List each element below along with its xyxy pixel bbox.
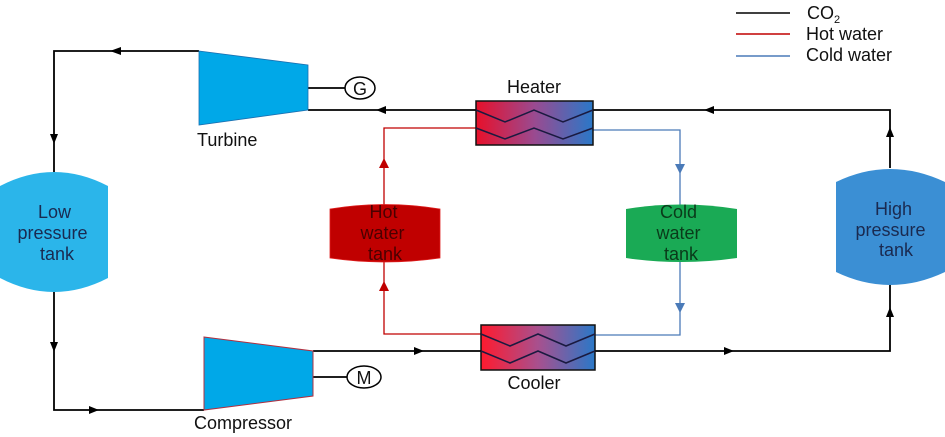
cooler-coil-bottom [480, 350, 596, 364]
motor-circle [346, 365, 382, 389]
low-pressure-tank[interactable]: Low pressure tank [0, 172, 108, 292]
hot-water-arrow-up-bottom [379, 281, 389, 291]
compressor-body [203, 336, 314, 411]
turbine-label: Turbine [197, 130, 257, 150]
low-pressure-tank-body [0, 172, 108, 292]
co2-pipe-cooler-hptank [595, 285, 891, 352]
legend-item-cold-water: Cold water [736, 45, 892, 65]
co2-arrow-right-bottom [89, 406, 99, 414]
high-pressure-tank-body [836, 169, 945, 285]
high-pressure-tank[interactable]: High pressure tank [836, 169, 945, 285]
turbine[interactable]: Turbine [197, 50, 309, 150]
co2-arrow-right-cooler [724, 347, 734, 355]
motor-symbol: M [357, 368, 372, 388]
co2-arrow-down-left-top [50, 134, 58, 144]
co2-pipe-lptank-compressor [53, 292, 204, 411]
heater-coil-bottom [475, 127, 594, 140]
turbine-body [198, 50, 309, 126]
compressor[interactable]: Compressor [194, 336, 314, 433]
co2-arrow-down-left-bottom [50, 342, 58, 352]
heater-label: Heater [507, 77, 561, 97]
generator[interactable]: G [344, 76, 376, 100]
high-pressure-tank-label: High pressure tank [855, 199, 930, 260]
co2-pipe-hptank-heater [593, 109, 891, 168]
legend-label-cold-water: Cold water [806, 45, 892, 65]
co2-arrow-left-heater [376, 106, 386, 114]
cooler-body [480, 324, 596, 371]
generator-symbol: G [353, 79, 367, 99]
heater-coil-top [475, 109, 594, 123]
co2-arrow-right-compressor [414, 347, 424, 355]
cold-water-tank[interactable]: Cold water tank [626, 202, 737, 264]
co2-pipe-turbine-lptank [53, 50, 199, 172]
co2-arrow-up-hptank-top [886, 127, 894, 137]
legend-item-co2: CO2 [736, 3, 840, 26]
hot-water-tank-label: Hot water tank [359, 202, 409, 264]
legend-label-co2: CO2 [807, 3, 840, 26]
heater-body [475, 100, 594, 146]
generator-circle [344, 76, 376, 100]
legend-label-hot-water: Hot water [806, 24, 883, 44]
motor[interactable]: M [346, 365, 382, 389]
hot-water-tank[interactable]: Hot water tank [329, 202, 441, 264]
co2-arrow-left-hptank [704, 106, 714, 114]
cooler[interactable]: Cooler [480, 324, 596, 393]
co2-arrow-left-top [110, 47, 121, 55]
cooler-coil-top [480, 333, 596, 347]
legend: CO2 Hot water Cold water [736, 3, 892, 65]
cooler-label: Cooler [507, 373, 560, 393]
cold-water-arrow-down-top [675, 164, 685, 174]
cold-water-tank-label: Cold water tank [655, 202, 705, 264]
compressor-label: Compressor [194, 413, 292, 433]
heater[interactable]: Heater [475, 77, 594, 146]
cold-water-tank-body [626, 204, 737, 262]
co2-loop [53, 50, 891, 411]
legend-item-hot-water: Hot water [736, 24, 883, 44]
low-pressure-tank-label: Low pressure tank [17, 202, 92, 264]
hot-water-tank-body [329, 204, 441, 263]
co2-arrow-up-hptank-bottom [886, 307, 894, 317]
hot-water-arrow-up-top [379, 158, 389, 168]
cold-water-arrow-down-bottom [675, 303, 685, 313]
